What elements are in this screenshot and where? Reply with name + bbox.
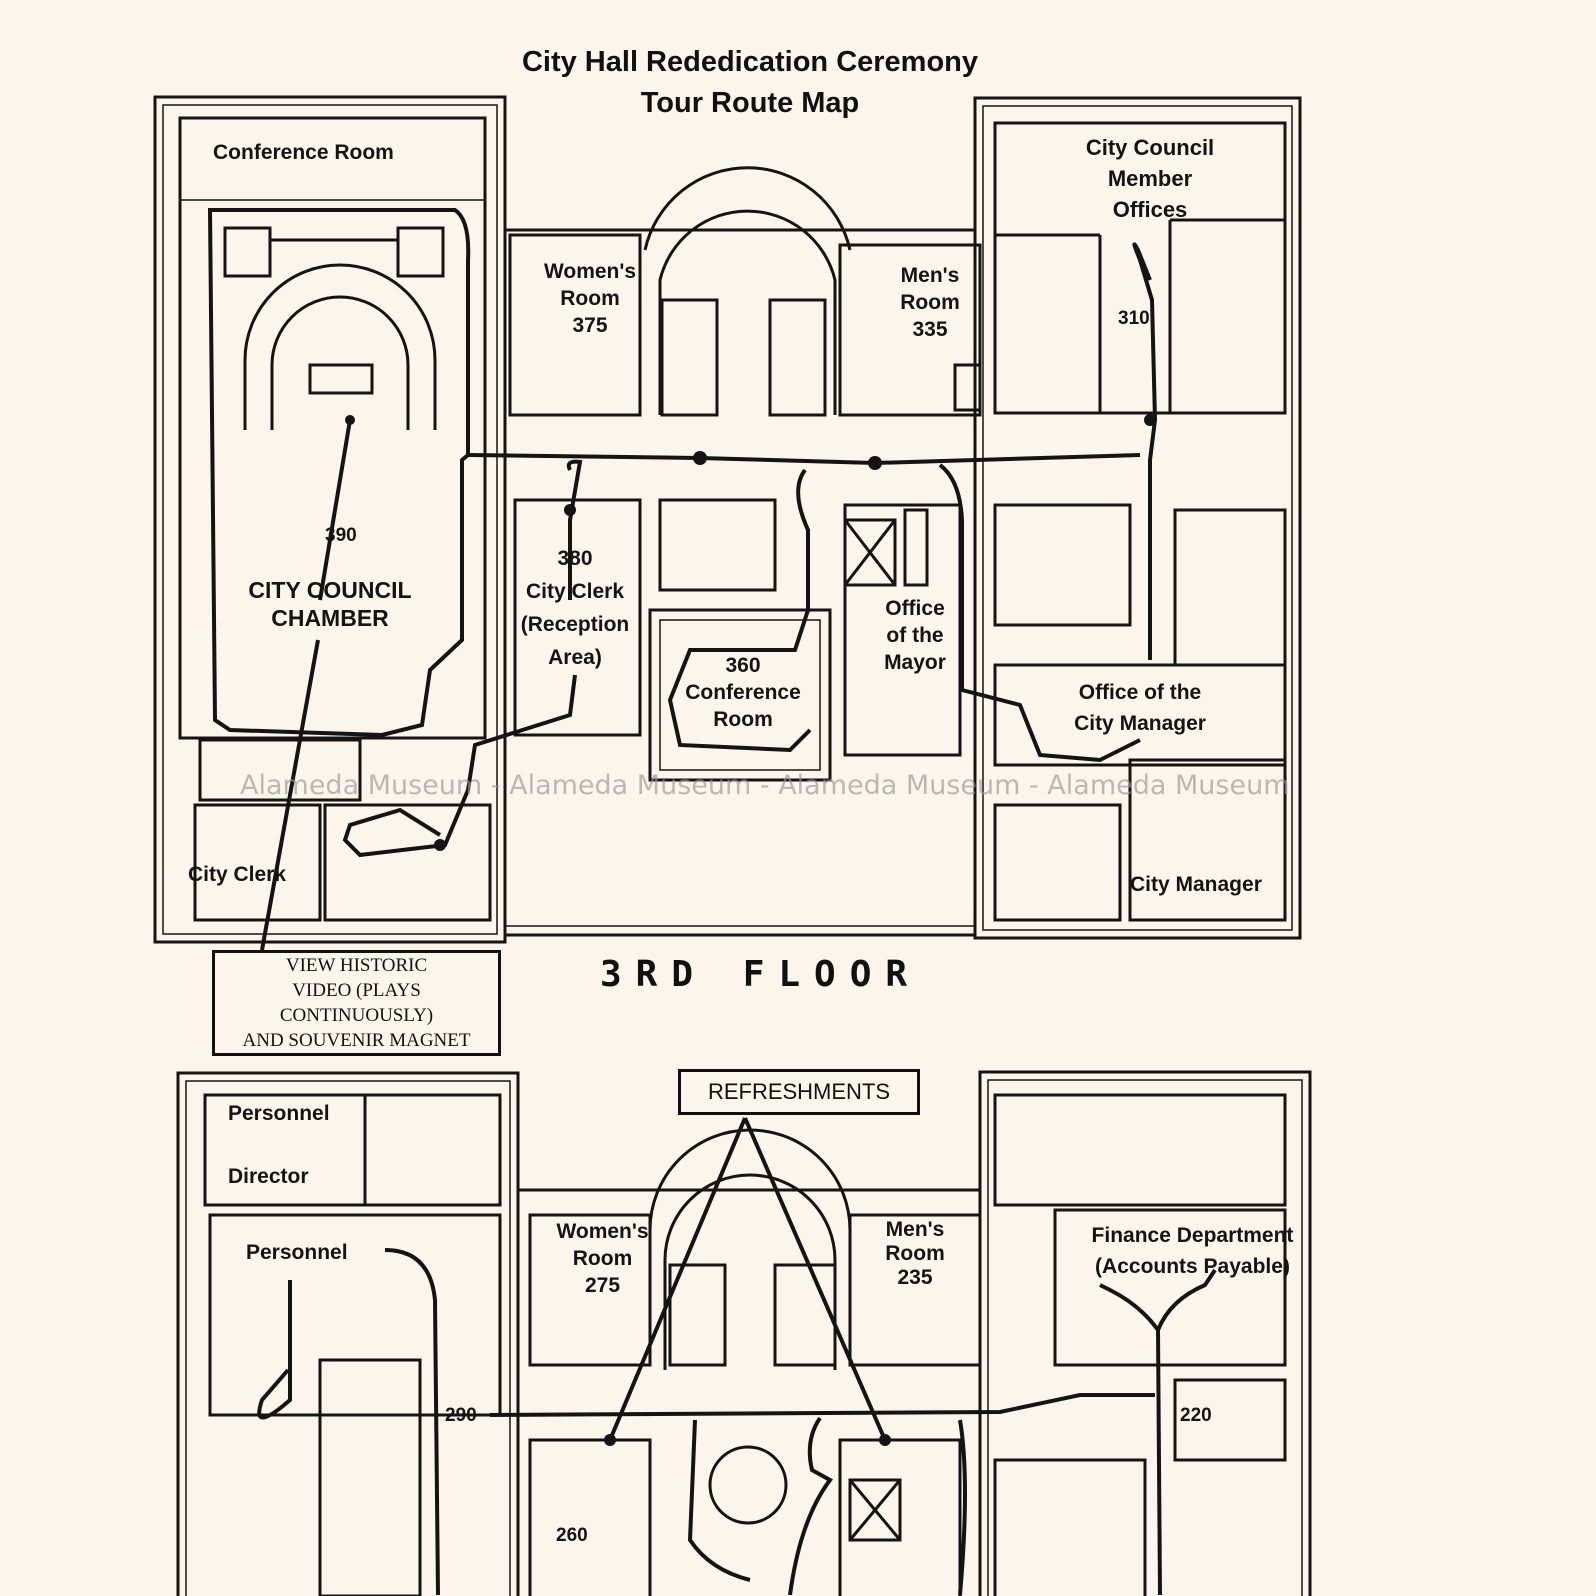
- council-offices-label: City Council Member Offices: [1085, 135, 1215, 222]
- finance-department-label: Finance Department (Accounts Payable): [1091, 1224, 1294, 1278]
- conference-room-label: Conference Room: [213, 141, 394, 164]
- personnel-room-label: Personnel: [246, 1241, 348, 1264]
- map-title: City Hall Rededication Ceremony Tour Rou…: [380, 42, 1120, 124]
- room-290-label: 290: [445, 1405, 477, 1426]
- city-manager-label: City Manager: [1130, 873, 1262, 896]
- mens-room-335-label: Men's Room 335: [900, 264, 960, 341]
- city-manager-office-label: Office of the City Manager: [1074, 681, 1206, 735]
- historic-video-box: VIEW HISTORIC VIDEO (PLAYS CONTINUOUSLY)…: [212, 950, 501, 1056]
- womens-room-275-label: Women's Room 275: [556, 1220, 649, 1297]
- room-220-label: 220: [1180, 1405, 1212, 1426]
- womens-room-375-label: Women's Room 375: [543, 260, 637, 337]
- room-390-label: 390: [325, 525, 357, 546]
- personnel-label: Personnel: [228, 1102, 330, 1125]
- second-floor-walls: [176, 1070, 1312, 1596]
- conference-room-360-label: 360 Conference Room: [685, 654, 801, 731]
- third-floor-walls: [153, 95, 1302, 944]
- mens-room-235-label: Men's Room 235: [885, 1218, 945, 1289]
- city-clerk-reception-label: 380 City Clerk (Reception Area): [520, 547, 630, 669]
- museum-watermark: Alameda Museum - Alameda Museum - Alamed…: [240, 770, 1290, 801]
- room-310-label: 310: [1118, 308, 1150, 329]
- city-clerk-label: City Clerk: [188, 863, 287, 886]
- floor-label: 3RD FLOOR: [600, 954, 922, 995]
- tour-route-line: [207, 208, 1217, 1596]
- director-label: Director: [228, 1165, 309, 1188]
- room-260-label: 260: [556, 1525, 588, 1546]
- refreshments-box: REFRESHMENTS: [678, 1069, 920, 1115]
- route-markers: [345, 414, 1156, 1446]
- council-chamber-label: CITY COUNCIL CHAMBER: [248, 577, 412, 631]
- mayor-office-label: Office of the Mayor: [884, 597, 946, 674]
- title-line-2: Tour Route Map: [640, 87, 860, 119]
- title-line-1: City Hall Rededication Ceremony: [521, 46, 979, 78]
